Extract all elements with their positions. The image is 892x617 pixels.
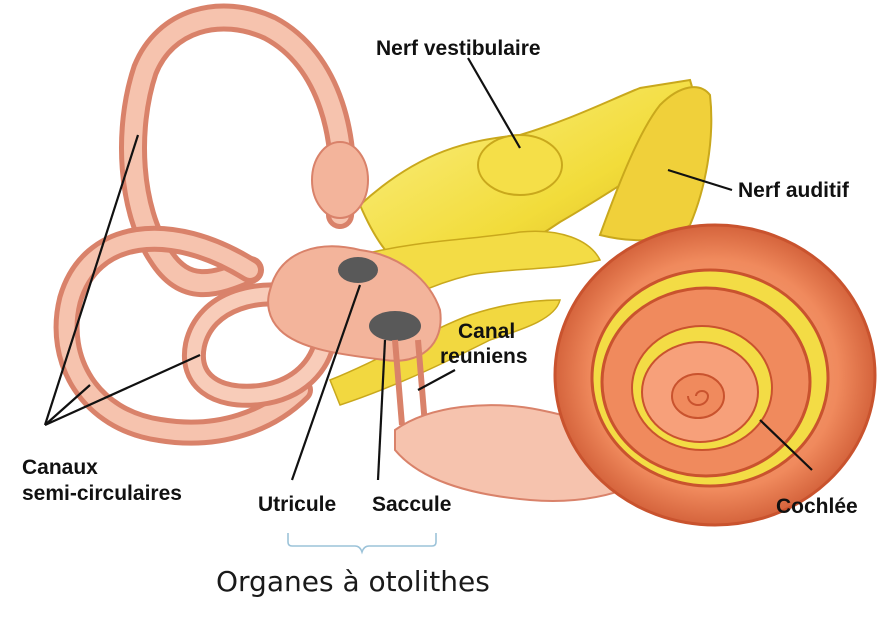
utricle-macula bbox=[338, 257, 378, 283]
label-nerf-vestibulaire: Nerf vestibulaire bbox=[376, 36, 541, 61]
label-canal-reuniens-1: Canal bbox=[458, 319, 515, 344]
label-canal-reuniens-2: reuniens bbox=[440, 344, 528, 369]
cochlea bbox=[555, 225, 875, 525]
ampulla bbox=[312, 142, 368, 218]
leader-nerf-vestibulaire bbox=[468, 58, 520, 148]
label-utricule: Utricule bbox=[258, 492, 336, 517]
label-canaux-1: Canaux bbox=[22, 455, 98, 480]
vestibular-ganglion bbox=[478, 135, 562, 195]
saccule-macula bbox=[369, 311, 421, 341]
cochlea-apex bbox=[672, 374, 724, 418]
caption-organes-otolithes: Organes à otolithes bbox=[216, 565, 490, 599]
semicircular-canals bbox=[67, 17, 343, 432]
label-cochlee: Cochlée bbox=[776, 494, 858, 519]
otolith-bracket bbox=[288, 533, 436, 552]
label-saccule: Saccule bbox=[372, 492, 451, 517]
label-nerf-auditif: Nerf auditif bbox=[738, 178, 849, 203]
label-canaux-2: semi-circulaires bbox=[22, 481, 182, 506]
